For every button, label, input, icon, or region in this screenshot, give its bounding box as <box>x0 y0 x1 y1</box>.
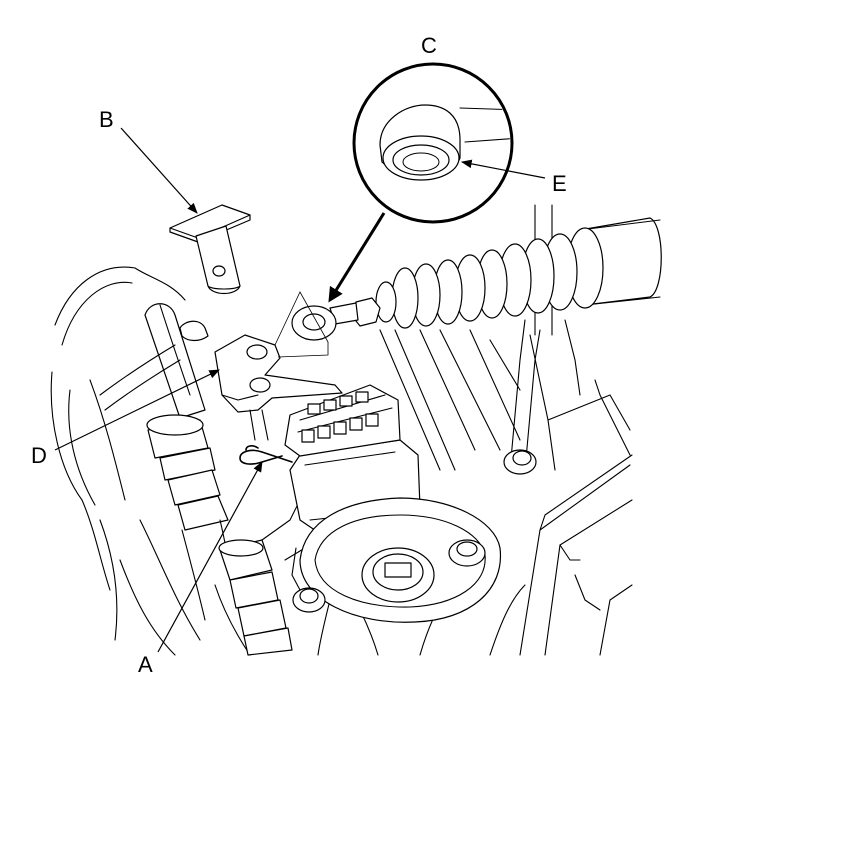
hidden-outline <box>274 291 329 358</box>
transmission-housing <box>50 204 633 656</box>
leader-line-E <box>460 159 546 179</box>
leader-line-B <box>120 127 198 214</box>
detail-view-circle <box>352 62 514 224</box>
callout-E: E <box>552 171 567 196</box>
callout-A: A <box>138 652 153 677</box>
shift-position-sensor <box>284 384 502 623</box>
shift-cable <box>291 217 662 341</box>
detail-pointer-arrow <box>328 212 386 303</box>
callout-C: C <box>421 33 437 58</box>
leader-lines <box>54 127 546 653</box>
connector-pins <box>301 391 379 443</box>
cable-boot <box>375 227 604 329</box>
shift-lever <box>214 334 343 441</box>
control-pin <box>169 204 251 295</box>
callout-B: B <box>99 107 114 132</box>
hose-lines <box>99 303 311 656</box>
leader-line-D <box>54 369 220 451</box>
leader-line-A <box>157 461 263 653</box>
callout-labels: A B C D E <box>31 33 567 677</box>
lock-pin-clip <box>239 445 293 465</box>
callout-D: D <box>31 443 47 468</box>
